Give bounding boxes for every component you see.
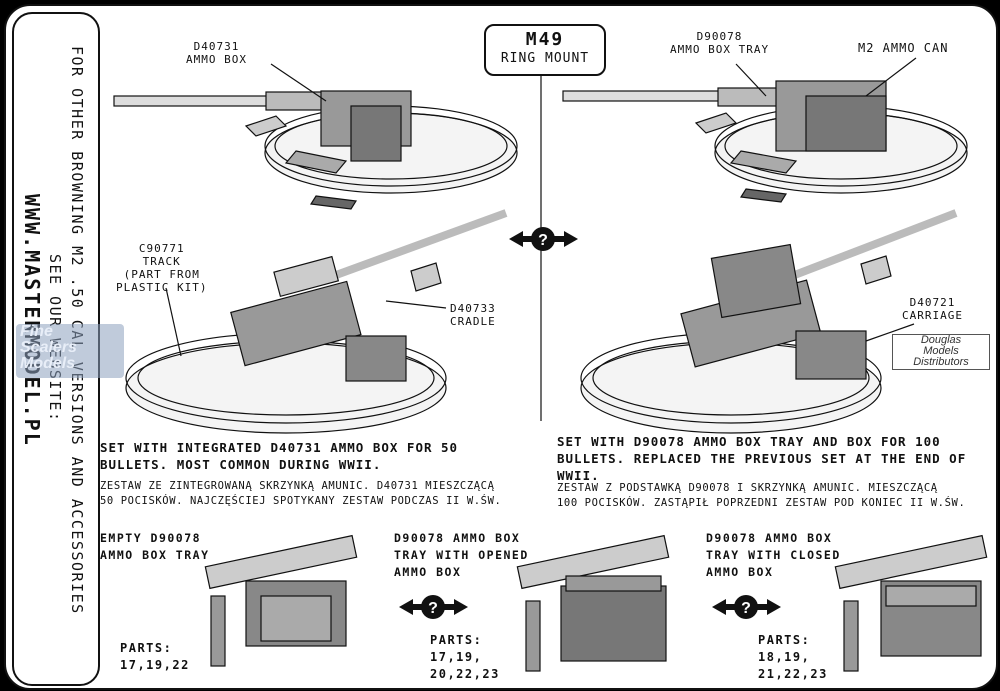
- page-subtitle: RING MOUNT: [500, 51, 590, 66]
- bottom-empty-tray-illustration: [204, 534, 358, 667]
- top-left-ring-illustration: [113, 90, 518, 210]
- instruction-sheet: FOR OTHER BROWNING M2 .50 CAL VERSIONS A…: [4, 4, 998, 690]
- middle-right-ring-illustration: [580, 209, 958, 434]
- closed-box-parts: PARTS:18,19,21,22,23: [758, 633, 828, 681]
- bottom-closed-box-illustration: [834, 534, 988, 672]
- double-arrow-question-icon: ?: [399, 595, 468, 619]
- middle-left-ring-illustration: [125, 209, 508, 434]
- bottom-opened-box-illustration: [516, 534, 670, 672]
- svg-text:?: ?: [741, 600, 751, 617]
- empty-tray-parts: PARTS:17,19,22: [120, 641, 190, 672]
- top-right-ring-illustration: [562, 80, 968, 203]
- svg-text:?: ?: [428, 600, 438, 617]
- left-set-description-pl: ZESTAW ZE ZINTEGROWANĄ SKRZYNKĄ AMUNIC. …: [100, 480, 502, 507]
- right-set-description-pl: ZESTAW Z PODSTAWKĄ D90078 I SKRZYNKĄ AMU…: [557, 482, 966, 509]
- callout-m2-ammo-can: M2 AMMO CAN: [858, 41, 949, 55]
- opened-box-parts: PARTS:17,19,20,22,23: [430, 633, 500, 681]
- double-arrow-question-icon: ?: [509, 227, 578, 251]
- page-title: M49: [525, 29, 565, 50]
- right-set-description-en: SET WITH D90078 AMMO BOX TRAY AND BOX FO…: [557, 434, 967, 483]
- illustrations: ? ? ?: [113, 57, 988, 672]
- double-arrow-question-icon: ?: [712, 595, 781, 619]
- svg-text:?: ?: [538, 232, 548, 249]
- left-set-description-en: SET WITH INTEGRATED D40731 AMMO BOX FOR …: [100, 440, 459, 472]
- title-box: M49 RING MOUNT: [484, 24, 606, 76]
